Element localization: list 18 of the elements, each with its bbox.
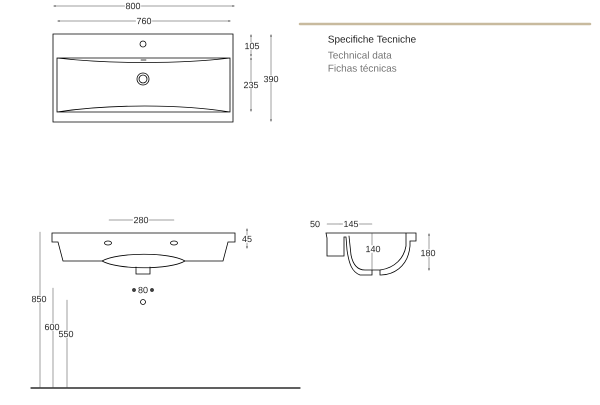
heading-text: Specifiche Tecniche [328, 35, 416, 45]
dimension-label: 280 [132, 216, 150, 224]
subheading-text: Technical data [328, 51, 392, 59]
dimension-label: 600 [44, 323, 60, 331]
dimension-label: 45 [241, 235, 253, 243]
dimension-label: 235 [242, 81, 260, 89]
dimension-label: 180 [420, 249, 436, 257]
dimension-label: 145 [342, 220, 360, 228]
dimension-label: 80 [137, 286, 149, 294]
dimension-label: 140 [364, 245, 382, 253]
dimension-label: 105 [244, 42, 260, 50]
dimension-label: 850 [30, 295, 48, 303]
dimension-label: 390 [262, 75, 280, 83]
dimension-label: 760 [136, 17, 152, 25]
subheading-text: Fichas técnicas [328, 64, 396, 72]
dimension-label: 550 [58, 330, 74, 338]
dimension-label: 800 [124, 2, 142, 10]
dimension-label: 50 [309, 220, 321, 228]
